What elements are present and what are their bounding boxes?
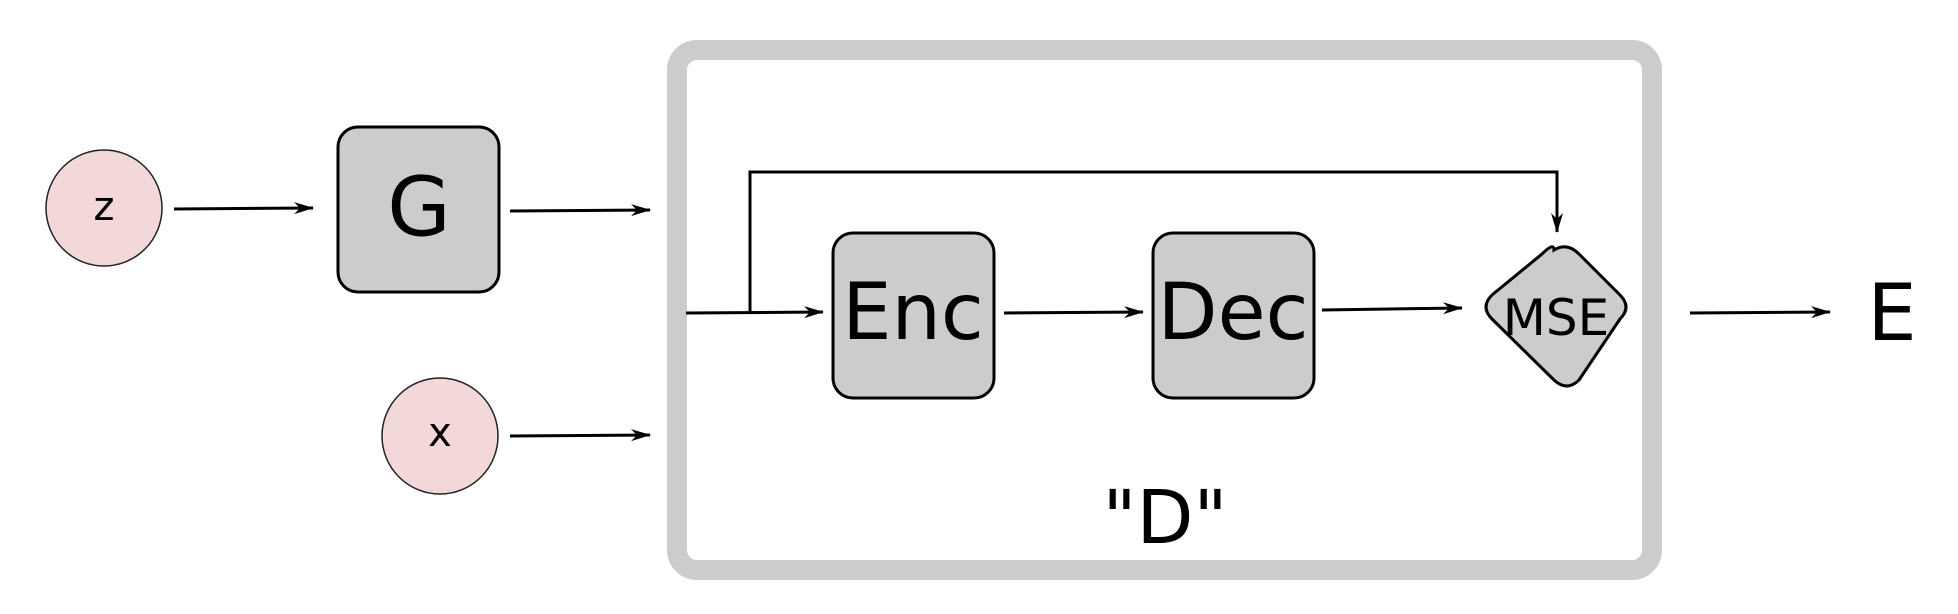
node-enc-label: Enc <box>842 268 984 358</box>
edge-enc-to-dec <box>1003 306 1144 319</box>
node-dec-label: Dec <box>1158 268 1309 358</box>
node-z: z <box>45 149 163 267</box>
node-g: G <box>336 125 501 294</box>
edge-mse-to-output <box>1689 306 1831 319</box>
node-enc: Enc <box>831 231 996 400</box>
output-e-label: E <box>1867 269 1916 359</box>
node-g-label: G <box>387 161 451 256</box>
edge-dec-to-mse <box>1321 302 1463 315</box>
edge-z-to-g <box>173 202 314 215</box>
node-x-label: x <box>428 410 452 456</box>
node-z-label: z <box>94 184 115 230</box>
container-label: "D" <box>1102 475 1227 561</box>
node-mse: MSE <box>1484 245 1628 388</box>
node-mse-label: MSE <box>1503 289 1609 347</box>
edge-skip-to-mse <box>748 170 1563 313</box>
node-x: x <box>381 377 499 495</box>
edge-input-to-enc <box>685 306 824 319</box>
edge-g-to-d <box>509 204 651 217</box>
node-dec: Dec <box>1151 231 1316 400</box>
edge-x-to-d <box>509 429 651 442</box>
